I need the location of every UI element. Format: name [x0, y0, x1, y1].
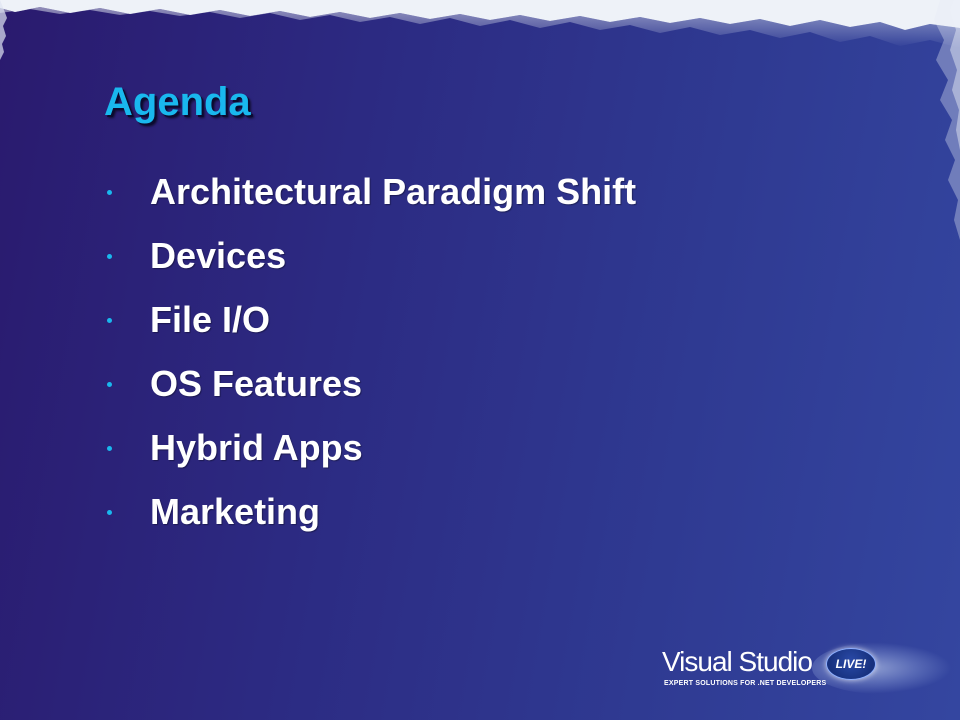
bullet-text: Hybrid Apps: [150, 427, 363, 468]
list-item: Hybrid Apps: [100, 416, 636, 480]
list-item: Marketing: [100, 480, 636, 544]
bullet-icon: [107, 189, 112, 195]
logo-tagline: EXPERT SOLUTIONS FOR .NET DEVELOPERS: [664, 680, 827, 687]
live-badge-text: LIVE!: [835, 657, 867, 671]
bullet-icon: [107, 445, 112, 451]
bullet-text: Architectural Paradigm Shift: [150, 171, 637, 212]
list-item: Architectural Paradigm Shift: [100, 160, 636, 224]
bullet-text: File I/O: [150, 299, 271, 340]
bullet-icon: [107, 253, 112, 259]
bullet-text: OS Features: [150, 363, 363, 404]
agenda-list: Architectural Paradigm Shift Devices Fil…: [100, 160, 636, 544]
rough-right-edge: [934, 0, 960, 240]
rough-top-edge: [0, 0, 960, 60]
bullet-text: Marketing: [150, 491, 321, 532]
logo-name: Visual Studio: [662, 646, 813, 677]
bullet-icon: [107, 317, 112, 323]
bullet-icon: [107, 381, 112, 387]
list-item: File I/O: [100, 288, 636, 352]
slide-title: Agenda: [104, 80, 251, 124]
live-badge-icon: LIVE!: [826, 648, 876, 680]
bullet-text: Devices: [150, 235, 287, 276]
bullet-icon: [107, 509, 112, 515]
list-item: OS Features: [100, 352, 636, 416]
list-item: Devices: [100, 224, 636, 288]
visual-studio-live-logo: Visual Studio LIVE! EXPERT SOLUTIONS FOR…: [662, 642, 952, 698]
